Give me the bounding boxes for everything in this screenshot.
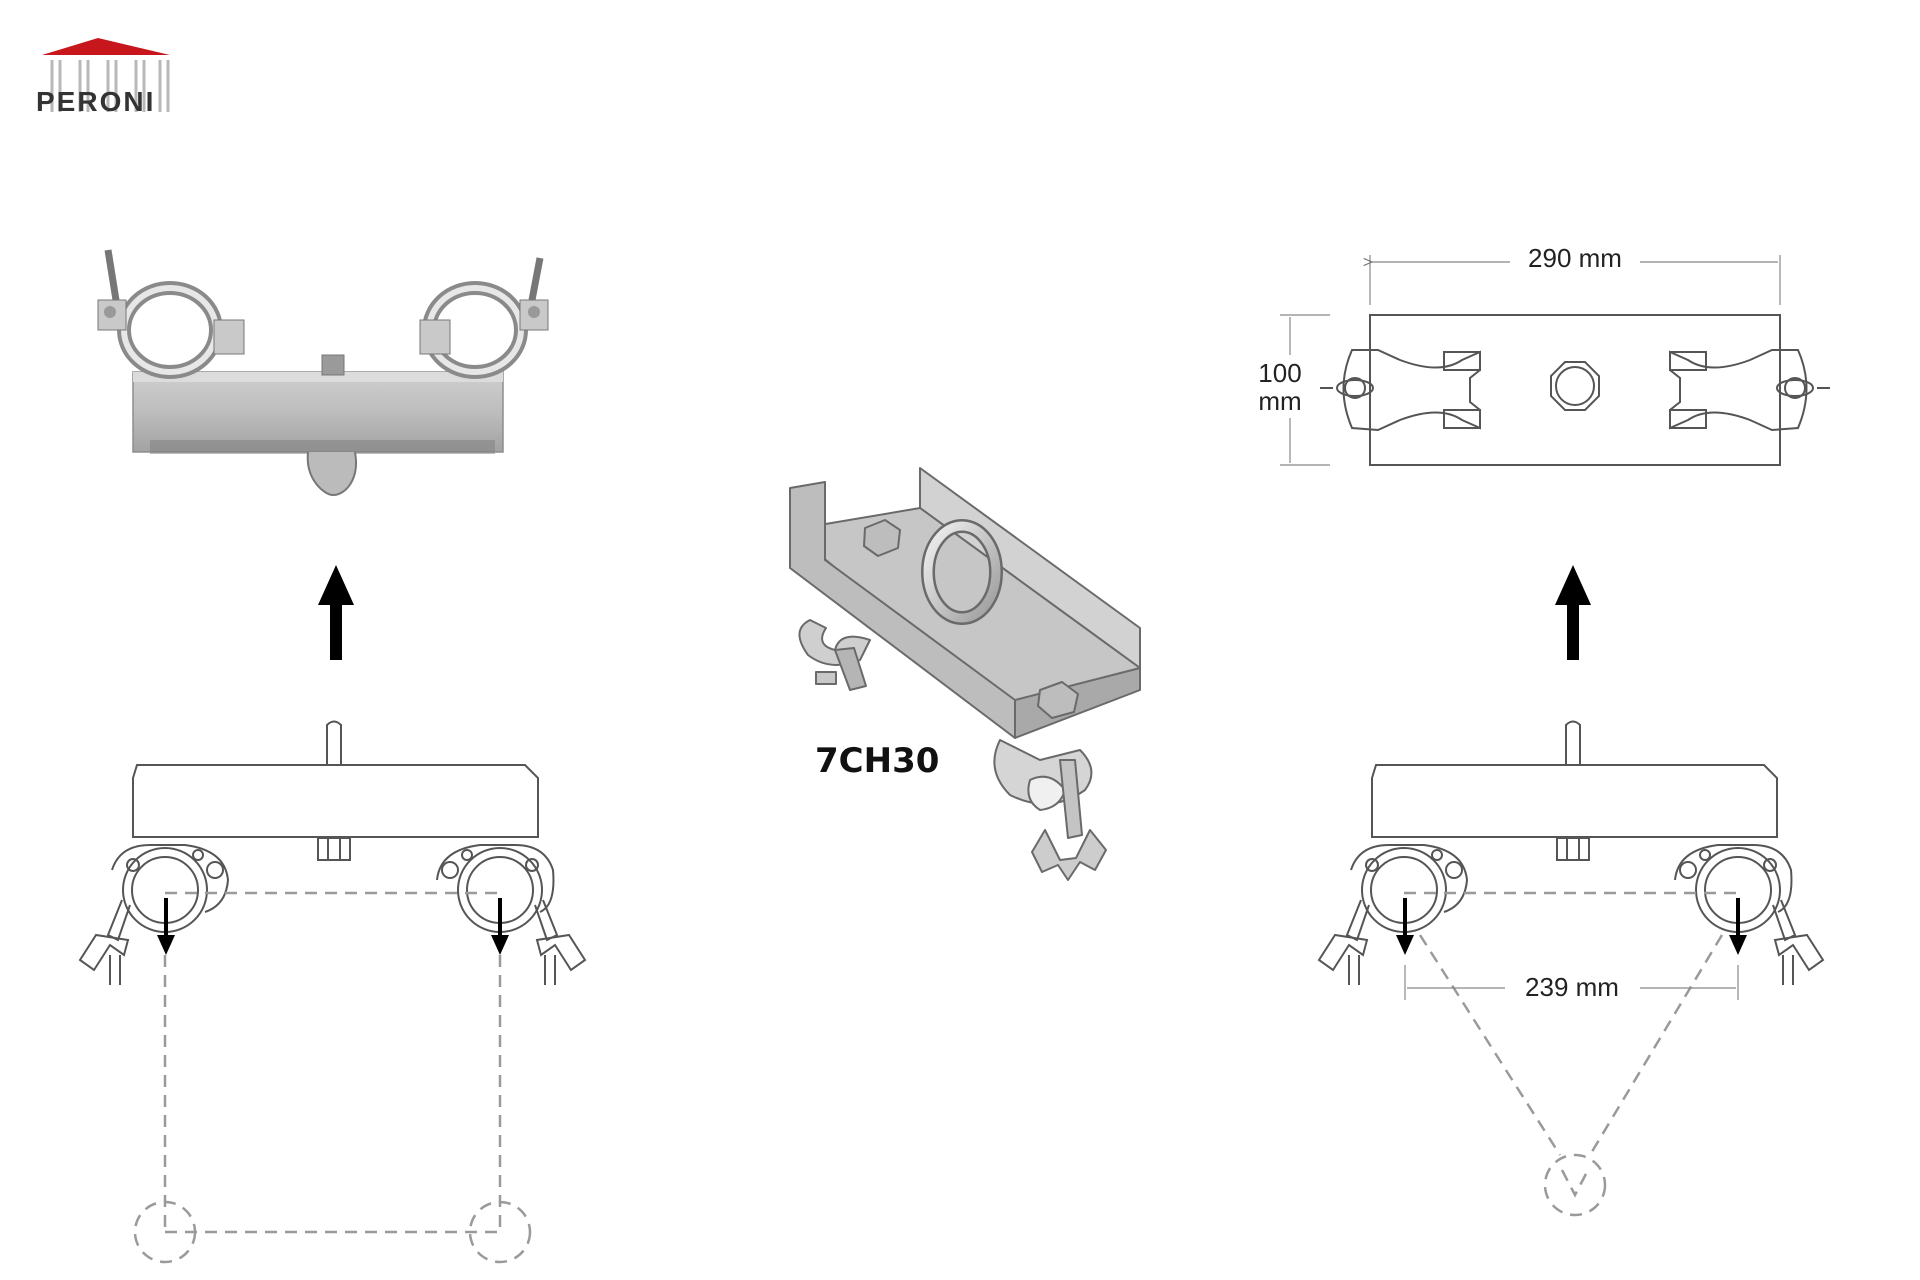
product-photo-front — [97, 249, 549, 497]
down-arrow-icon — [1396, 898, 1414, 955]
length-dimension-label: 290 mm — [1528, 243, 1622, 273]
spacing-dimension — [1404, 965, 1739, 1000]
down-arrow-icon — [1729, 898, 1747, 955]
line-drawing-square-truss — [78, 720, 587, 985]
width-dimension-unit: mm — [1258, 386, 1301, 416]
up-arrow-icon — [1555, 565, 1591, 660]
up-arrow-icon — [318, 565, 354, 660]
down-arrow-icon — [491, 898, 509, 955]
clamp-right — [419, 257, 549, 379]
clamp-left — [97, 249, 245, 379]
line-drawing-triangle-truss — [1317, 720, 1825, 985]
width-dimension-value: 100 — [1258, 358, 1301, 388]
down-arrow-icon — [157, 898, 175, 955]
logo-text: PERONI — [36, 86, 155, 117]
model-code-label: 7CH30 — [815, 741, 939, 781]
spacing-dimension-label: 239 mm — [1525, 972, 1619, 1002]
logo-roof-icon — [42, 38, 170, 55]
truss-outline-square — [133, 891, 532, 1264]
product-render-3d — [789, 467, 1141, 881]
dimension-drawing-top-view: 290 mm 100 mm — [1258, 243, 1830, 466]
logo-columns-icon — [50, 60, 170, 112]
truss-outline-triangle — [1404, 891, 1738, 1217]
brand-logo: PERONI — [36, 38, 170, 117]
